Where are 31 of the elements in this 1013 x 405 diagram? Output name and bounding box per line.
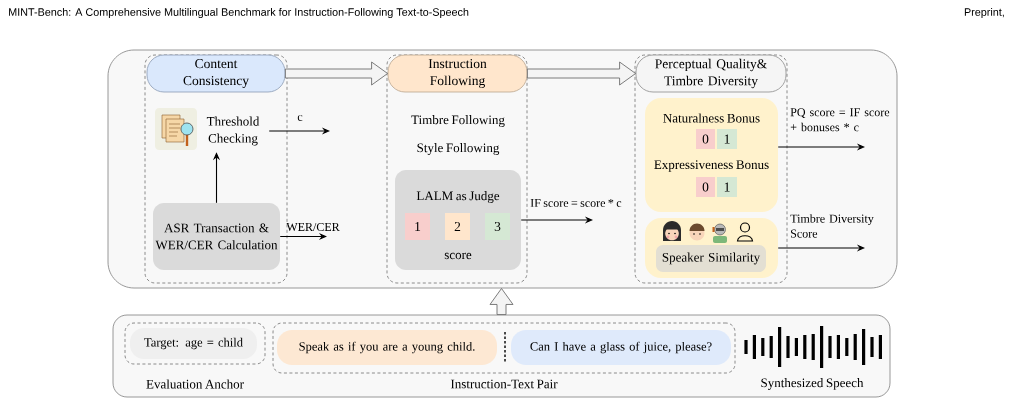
score-tile: 1 bbox=[405, 213, 430, 240]
block-arrow bbox=[489, 288, 514, 315]
criterion-text: Style Following bbox=[417, 143, 500, 155]
process-box: ASR Transaction & WER/CER Calculation bbox=[153, 203, 280, 270]
prompt-box: Target: age = child bbox=[130, 328, 257, 359]
score-tile: 3 bbox=[485, 213, 510, 240]
edge-label: IF score = score * c bbox=[530, 199, 622, 207]
stage-header: Content Consistency bbox=[146, 54, 286, 93]
running-header: MINT-Bench: A Comprehensive Multilingual Benchmark for Instruction-Following Text-to-Speech bbox=[9, 7, 469, 19]
block-arrow bbox=[284, 61, 389, 86]
running-header: Preprint, bbox=[964, 7, 1004, 19]
step-text: Threshold Checking bbox=[206, 116, 260, 146]
score-tile: 2 bbox=[445, 213, 470, 240]
block-arrow bbox=[526, 61, 637, 86]
stage-header: Perceptual Quality& Timbre Diversity bbox=[635, 54, 787, 93]
node-label: Evaluation Anchor bbox=[146, 379, 244, 389]
score-tile: 0 bbox=[696, 177, 715, 197]
stage-header: Instruction Following bbox=[387, 54, 528, 93]
caption-text: Synthesized Speech bbox=[761, 378, 864, 390]
node-label: Instruction-Text Pair bbox=[450, 379, 558, 389]
edge-label: PQ score = IF score + bonuses * c bbox=[790, 108, 890, 132]
similarity-box: Speaker Similarity bbox=[656, 245, 766, 272]
criterion-text: Timbre Following bbox=[411, 115, 505, 127]
score-tile: 1 bbox=[717, 129, 737, 149]
score-tile: 1 bbox=[717, 177, 737, 197]
score-tile: 0 bbox=[696, 129, 715, 149]
edge-label: c bbox=[297, 115, 303, 121]
prompt-box: Speak as if you are a young child. bbox=[277, 330, 497, 365]
edge-label: WER/CER bbox=[286, 222, 340, 232]
edge-label: Timbre Diversity Score bbox=[790, 214, 874, 238]
prompt-box: Can I have a glass of juice, please? bbox=[511, 330, 731, 365]
